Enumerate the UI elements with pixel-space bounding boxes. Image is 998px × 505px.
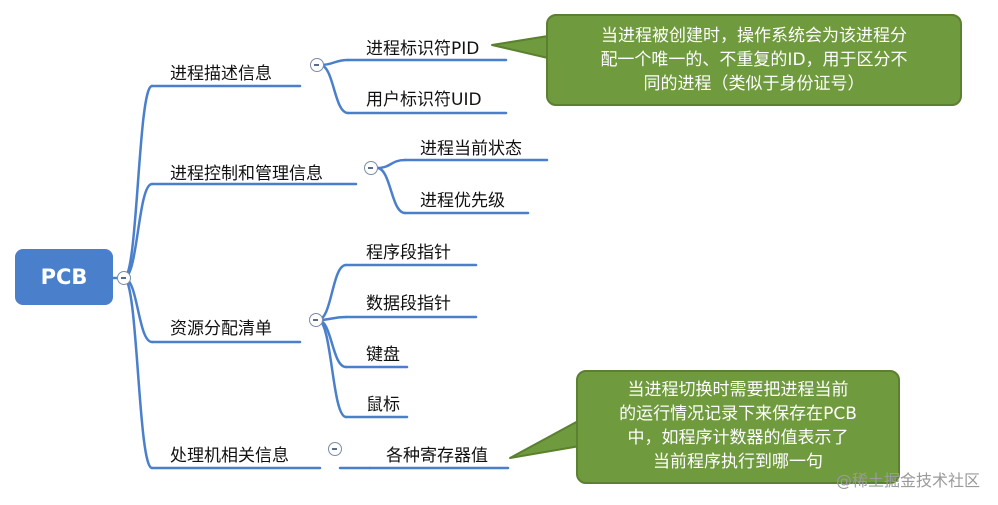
connector-1-1 — [318, 58, 350, 67]
branch-collapse-icon[interactable] — [364, 161, 378, 175]
branch-collapse-icon[interactable] — [309, 313, 323, 327]
leaf-label[interactable]: 程序段指针 — [366, 243, 451, 263]
root-node[interactable]: PCB — [15, 249, 113, 305]
watermark-text: @稀土掘金技术社区 — [835, 471, 980, 490]
connector-3-4 — [316, 318, 348, 419]
branch-collapse-icon[interactable] — [328, 442, 342, 456]
leaf-label[interactable]: 数据段指针 — [366, 294, 451, 314]
callout-line: 同的进程（类似于身份证号） — [643, 74, 865, 94]
connector-3-1 — [316, 263, 348, 322]
connector-3-3 — [316, 318, 348, 369]
root-label: PCB — [40, 265, 88, 289]
leaf-label[interactable]: 进程当前状态 — [420, 139, 522, 159]
branch-label[interactable]: 进程描述信息 — [170, 64, 272, 84]
leaf-label[interactable]: 用户标识符UID — [366, 90, 482, 110]
connector-branch-1 — [122, 84, 154, 280]
callout-line: 的运行情况记录下来保存在PCB — [619, 404, 857, 424]
connector-2-2 — [375, 166, 407, 215]
leaf-label[interactable]: 各种寄存器值 — [386, 446, 488, 466]
callout-1-pointer — [491, 35, 549, 59]
callout-note: 当进程被创建时，操作系统会为该进程分 配一个唯一的、不重复的ID，用于区分不 同… — [546, 14, 962, 106]
callout-line: 当进程切换时需要把进程当前 — [627, 380, 849, 400]
connector-2-1 — [375, 158, 407, 170]
callout-line: 当进程被创建时，操作系统会为该进程分 — [601, 26, 907, 46]
branch-label[interactable]: 处理机相关信息 — [170, 446, 289, 466]
leaf-label[interactable]: 键盘 — [366, 345, 400, 365]
callout-note: 当进程切换时需要把进程当前 的运行情况记录下来保存在PCB 中，如程序计数器的值… — [576, 370, 900, 484]
leaf-label[interactable]: 鼠标 — [366, 395, 400, 415]
callout-line: 配一个唯一的、不重复的ID，用于区分不 — [600, 50, 908, 70]
connector-branch-4 — [122, 276, 154, 470]
branch-collapse-icon[interactable] — [310, 58, 324, 72]
leaf-label[interactable]: 进程优先级 — [420, 191, 505, 211]
leaf-label[interactable]: 进程标识符PID — [366, 39, 480, 59]
branch-label[interactable]: 进程控制和管理信息 — [170, 164, 323, 184]
callout-line: 中，如程序计数器的值表示了 — [627, 428, 849, 448]
root-collapse-icon[interactable] — [117, 271, 131, 285]
callout-2-pointer — [509, 419, 581, 459]
branch-label[interactable]: 资源分配清单 — [170, 319, 272, 339]
callout-line: 当前程序执行到哪一句 — [653, 452, 823, 472]
connector-1-2 — [318, 63, 350, 115]
